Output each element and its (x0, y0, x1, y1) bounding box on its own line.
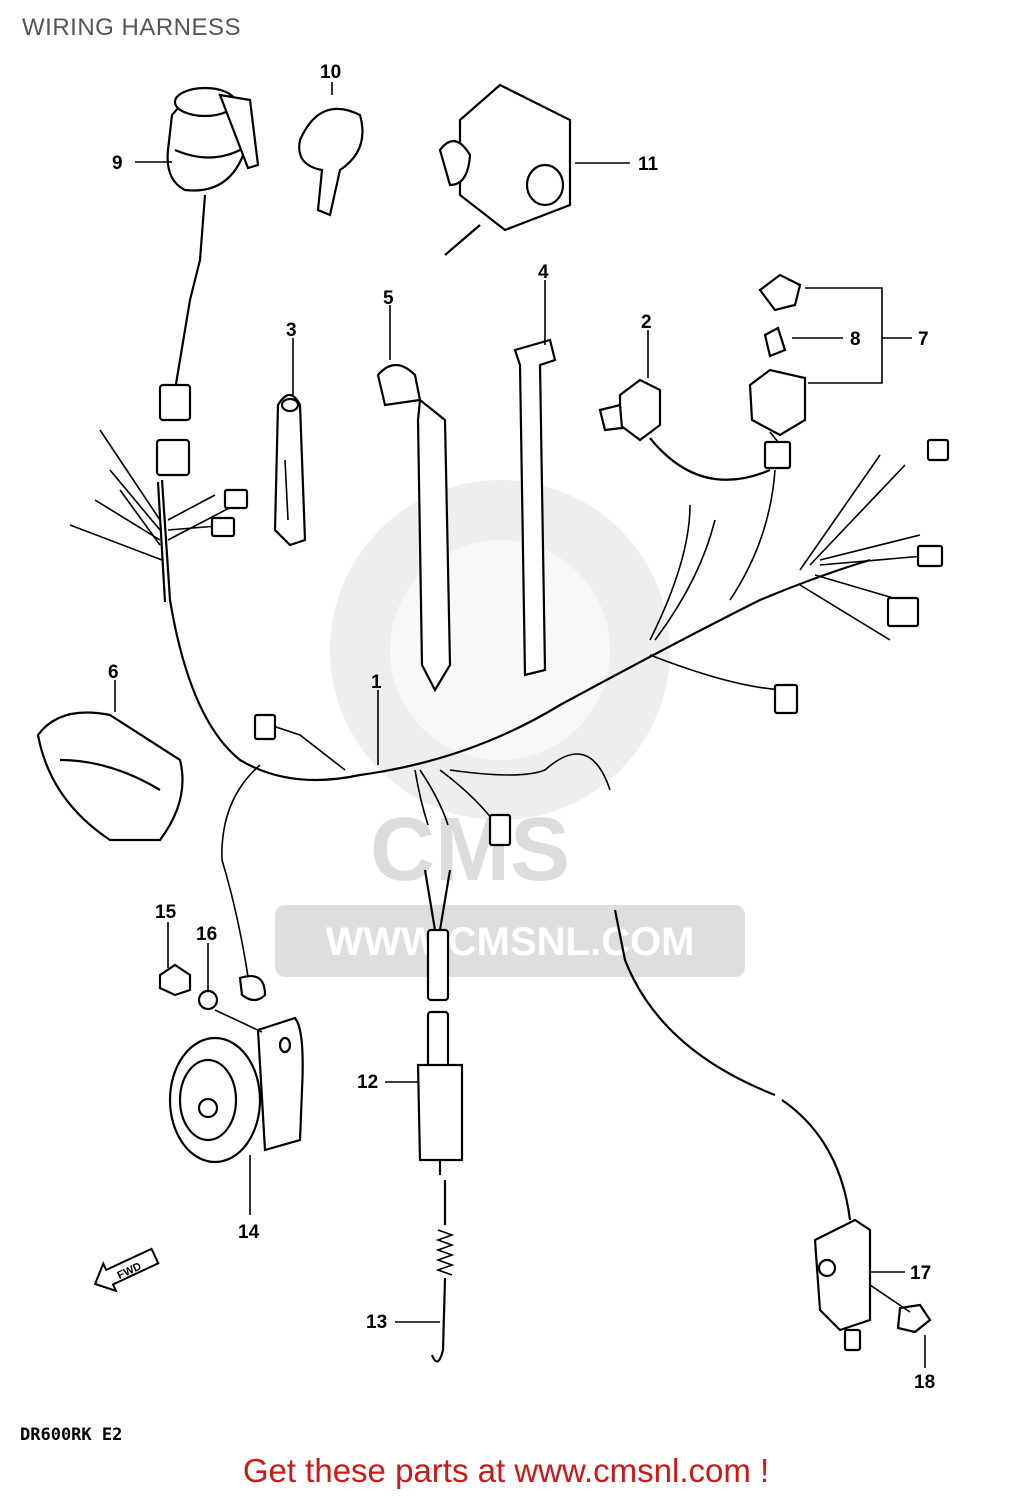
main-harness (69, 429, 950, 1002)
spring-rod (430, 1180, 455, 1363)
callout-17: 17 (910, 1263, 931, 1284)
callout-labels: 1 2 3 4 5 6 7 8 9 10 11 12 13 14 15 16 1… (108, 62, 935, 1393)
relay (598, 378, 771, 481)
callout-4: 4 (538, 262, 549, 283)
callout-3: 3 (286, 320, 297, 341)
ignition-switch (155, 86, 260, 477)
bolt-and-washer (158, 963, 263, 1033)
callout-9: 9 (112, 153, 123, 174)
fuse-box (748, 273, 807, 470)
callout-5: 5 (383, 288, 394, 309)
watermark: CMS WWW.CMSNL.COM (275, 480, 745, 977)
arrow-left-icon (93, 1247, 160, 1293)
horn (168, 1016, 304, 1164)
callout-13: 13 (366, 1312, 387, 1333)
callout-11: 11 (638, 154, 659, 175)
callout-8: 8 (850, 329, 861, 350)
callout-12: 12 (357, 1072, 378, 1093)
callout-16: 16 (196, 924, 217, 945)
neutral-switch (416, 869, 464, 1175)
watermark-logo: CMS (370, 800, 570, 900)
callout-15: 15 (155, 902, 177, 923)
handlebar-switch (438, 83, 572, 256)
callout-2: 2 (641, 312, 652, 333)
call-to-action-link[interactable]: Get these parts at www.cmsnl.com ! (242, 1452, 770, 1489)
cable-tie-band (513, 338, 557, 677)
callout-10: 10 (320, 62, 341, 83)
callout-6: 6 (108, 662, 119, 683)
key (298, 107, 364, 217)
clamp (273, 393, 307, 547)
callout-7: 7 (918, 329, 929, 350)
watermark-url: WWW.CMSNL.COM (326, 920, 695, 964)
protective-tube (36, 711, 184, 842)
model-code: DR600RK E2 (20, 1425, 122, 1445)
page-title: WIRING HARNESS (22, 14, 242, 41)
callout-14: 14 (238, 1222, 260, 1243)
side-stand-switch (613, 909, 932, 1352)
leader-lines (114, 82, 926, 1368)
callout-18: 18 (914, 1372, 935, 1393)
callout-1: 1 (371, 672, 382, 693)
forward-direction-marker: FWD (93, 1247, 160, 1293)
cable-tie-clamp (376, 363, 452, 693)
